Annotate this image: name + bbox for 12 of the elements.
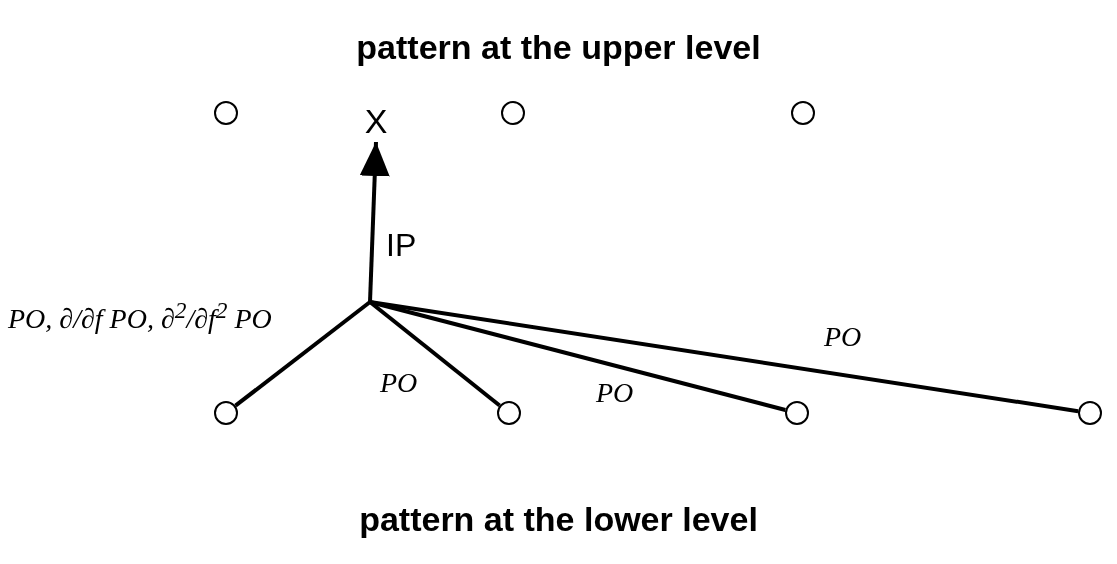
circle-marker: [785, 401, 809, 425]
circle-marker: [1078, 401, 1102, 425]
level-heading: pattern at the lower level: [359, 500, 758, 539]
circle-marker: [791, 101, 815, 125]
circle-marker: [501, 101, 525, 125]
circle-marker: [214, 101, 238, 125]
level-heading: pattern at the upper level: [356, 28, 761, 67]
line: [234, 300, 372, 408]
arrow: [359, 141, 390, 303]
node-label: X: [356, 102, 396, 140]
circle-marker: [214, 401, 238, 425]
circle-marker: [497, 401, 521, 425]
